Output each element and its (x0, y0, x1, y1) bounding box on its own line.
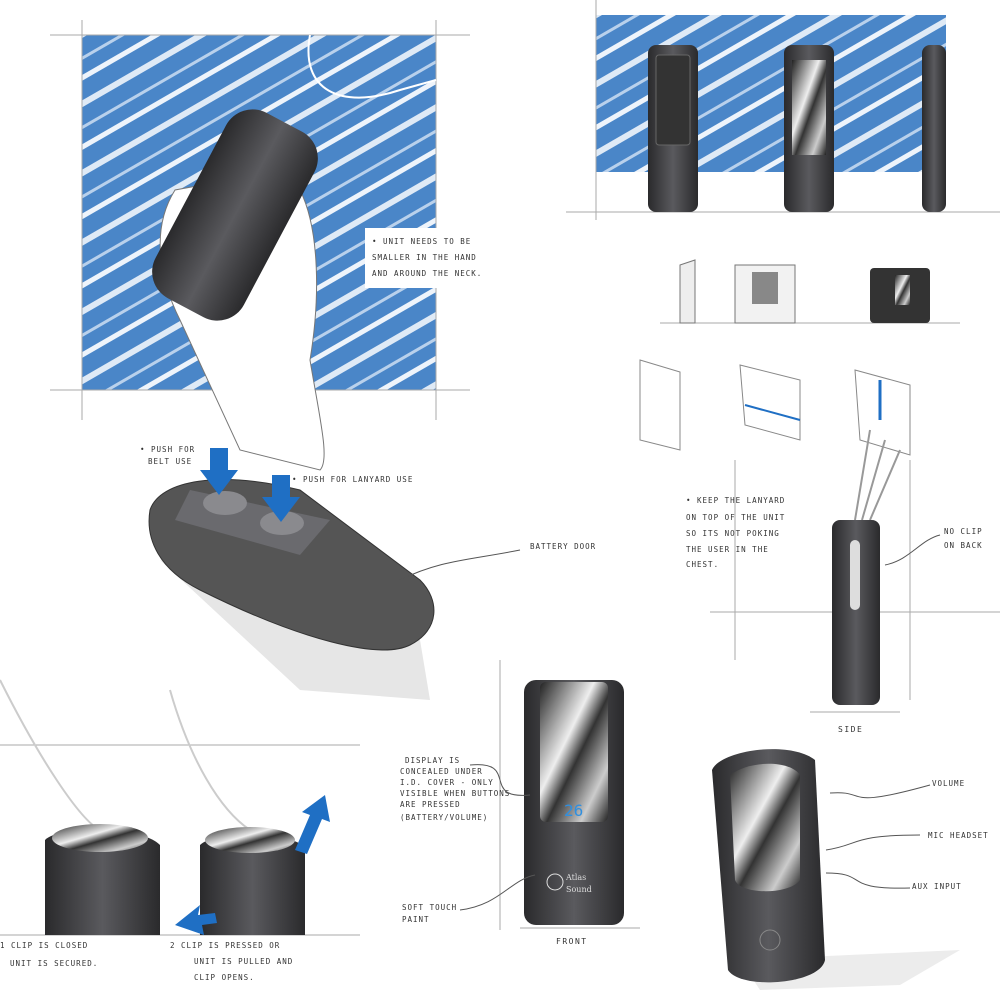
mic-headset-label: MIC HEADSET (928, 831, 989, 840)
perspective-device-sketch (712, 749, 960, 990)
volume-label: VOLUME (932, 779, 965, 788)
hand-note-line: AND AROUND THE NECK. (372, 269, 482, 278)
hand-sketch (50, 20, 513, 471)
side-label: SIDE (838, 725, 863, 734)
aux-input-label: AUX INPUT (912, 882, 962, 891)
soft-touch-note-line: SOFT TOUCH (402, 903, 457, 912)
clip-device-sketch (148, 448, 521, 700)
soft-touch-note-line: PAINT (402, 915, 430, 924)
lanyard-top-note-line: ON TOP OF THE UNIT (686, 513, 785, 522)
three-views-sketch (566, 0, 1000, 220)
front-label: FRONT (556, 937, 588, 946)
clip-sequence-sketch (0, 679, 360, 936)
front-view-sketch: 26 Atlas Sound (459, 660, 640, 930)
display-note-line: (BATTERY/VOLUME) (400, 813, 488, 822)
display-note-line: VISIBLE WHEN BUTTONS (400, 789, 510, 798)
clip-closed-line: 1 CLIP IS CLOSED (0, 941, 88, 950)
hand-note-line: SMALLER IN THE HAND (372, 253, 477, 262)
no-clip-note-line: ON BACK (944, 541, 983, 550)
push-arrow-icon (200, 448, 238, 495)
belt-note-line: • PUSH FOR (140, 445, 195, 454)
clip-open-line: 2 CLIP IS PRESSED OR (170, 941, 280, 950)
clip-closed-line: UNIT IS SECURED. (10, 959, 98, 968)
belt-note-line: BELT USE (148, 457, 192, 466)
display-readout: 26 (564, 801, 583, 820)
press-arrow-icon (175, 905, 217, 935)
lanyard-note: • PUSH FOR LANYARD USE (292, 475, 413, 484)
hand-note-line: • UNIT NEEDS TO BE (372, 237, 471, 246)
lanyard-top-note-line: CHEST. (686, 560, 719, 569)
lanyard-top-note-line: • KEEP THE LANYARD (686, 496, 785, 505)
push-arrow-icon (262, 475, 300, 522)
clip-open-line: UNIT IS PULLED AND (194, 957, 293, 966)
logo-text: Sound (566, 885, 592, 894)
no-clip-note-line: NO CLIP (944, 527, 983, 536)
side-view (922, 45, 946, 212)
clip-open-line: CLIP OPENS. (194, 973, 255, 982)
display-note-line: ARE PRESSED (400, 800, 461, 809)
display-note-line: I.D. COVER - ONLY (400, 778, 494, 787)
lanyard-top-note-line: THE USER IN THE (686, 545, 769, 554)
pull-arrow-icon (295, 795, 330, 854)
lanyard-top-note-line: SO ITS NOT POKING (686, 529, 780, 538)
side-lanyard-sketch (710, 429, 1000, 713)
battery-door-label: BATTERY DOOR (530, 542, 596, 551)
display-note-line: CONCEALED UNDER (400, 767, 483, 776)
logo-text: Atlas (565, 873, 586, 882)
display-note-line: DISPLAY IS (405, 756, 460, 765)
dock-sketches (639, 259, 960, 456)
